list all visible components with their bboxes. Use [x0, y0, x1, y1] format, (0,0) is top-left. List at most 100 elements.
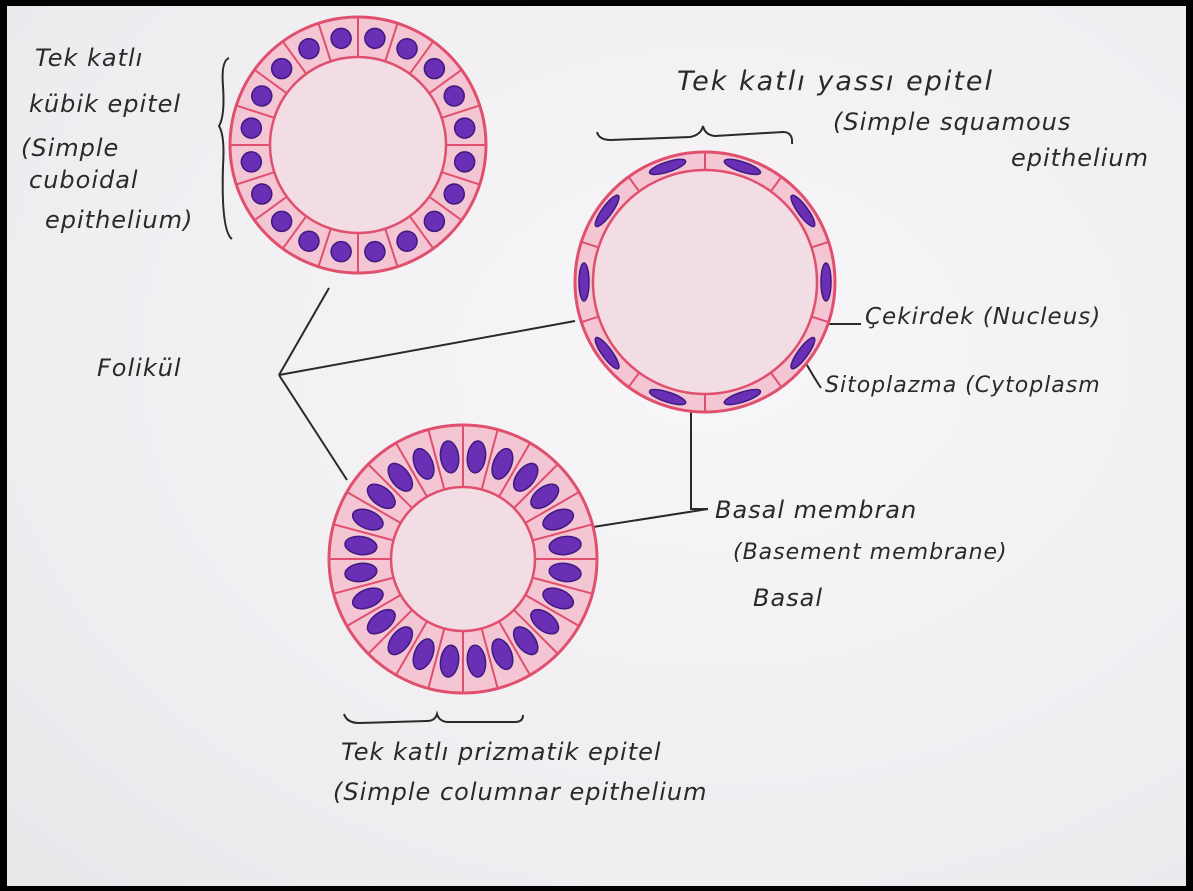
nucleus — [366, 483, 396, 510]
cell-border — [428, 68, 463, 95]
nucleus — [542, 508, 575, 531]
cell-border — [770, 176, 783, 192]
paper-background — [7, 6, 1186, 886]
nucleus — [351, 587, 384, 610]
follicle-line-to-squamous — [278, 320, 576, 376]
nucleus — [330, 240, 352, 263]
nucleus — [648, 158, 687, 176]
columnar-follicle — [327, 423, 599, 695]
nucleus — [548, 562, 582, 583]
nucleus — [790, 194, 816, 228]
cell-border — [428, 195, 463, 222]
cell-border — [333, 576, 394, 595]
cell-border — [480, 628, 499, 689]
nucleus — [512, 462, 539, 492]
cell-border — [395, 620, 428, 676]
nucleus — [548, 535, 582, 556]
nucleus — [723, 388, 762, 406]
cell-border — [427, 429, 446, 490]
cell-border — [317, 22, 332, 62]
paper-sheet: Tek katlı kübik epitel (Simple cuboidal … — [7, 6, 1186, 886]
squamous-label-line3: epithelium — [1011, 144, 1149, 172]
lumen — [268, 55, 448, 235]
squamous-label-line1: Tek katlı yassı epitel — [677, 66, 995, 97]
cuboidal-label-line3: (Simple — [21, 134, 120, 162]
cuboidal-label-line5: epithelium) — [45, 206, 194, 234]
nucleus — [443, 183, 465, 205]
cell-border — [498, 620, 531, 676]
nucleus — [423, 57, 446, 80]
cell-border — [367, 463, 413, 509]
cell-border — [513, 609, 559, 655]
nucleus — [423, 210, 446, 233]
nucleus — [594, 336, 620, 370]
cell-border — [367, 609, 413, 655]
cell-border — [513, 463, 559, 509]
nucleus — [439, 440, 460, 474]
nucleus — [387, 626, 414, 656]
cell-border — [253, 68, 288, 95]
cell-border — [441, 104, 481, 119]
nucleus — [344, 535, 378, 556]
nucleus — [396, 38, 418, 60]
nucleus — [344, 562, 378, 583]
basal-label-line3: Basal — [753, 584, 824, 612]
lumen — [591, 168, 819, 396]
cell-border — [581, 240, 599, 249]
columnar-label-line2: (Simple columnar epithelium — [333, 778, 708, 806]
cell-border — [346, 594, 402, 627]
cell-border — [281, 40, 308, 75]
nucleus — [648, 388, 687, 406]
nucleus — [240, 151, 263, 173]
nucleus — [466, 440, 487, 474]
cell-border — [346, 491, 402, 524]
cell-border — [524, 491, 580, 524]
cell-border — [627, 372, 640, 388]
cuboidal-label-line2: kübik epitel — [29, 90, 182, 118]
basal-bracket-squamous — [690, 405, 708, 510]
cell-border — [235, 104, 275, 119]
cell-border — [408, 40, 435, 75]
lumen — [389, 485, 537, 633]
nucleus — [251, 85, 273, 107]
cell-border — [317, 228, 332, 268]
nucleus — [251, 183, 273, 205]
cell-border — [427, 628, 446, 689]
cell-border — [408, 215, 435, 250]
cell-border — [524, 594, 580, 627]
nucleus — [530, 483, 560, 510]
nucleus — [512, 626, 539, 656]
nucleus — [330, 27, 352, 50]
cell-border — [441, 171, 481, 186]
nucleus — [396, 230, 418, 252]
nucleus — [790, 336, 816, 370]
nucleus — [412, 638, 435, 671]
cell-border — [395, 442, 428, 498]
cell-border — [498, 442, 531, 498]
cell-border — [480, 429, 499, 490]
nucleus — [491, 447, 514, 480]
cytoplasm-label: Sitoplazma (Cytoplasm — [825, 373, 1101, 398]
cell-border — [281, 215, 308, 250]
cuboidal-follicle — [228, 15, 488, 275]
basal-line-to-columnar — [592, 508, 709, 528]
columnar-label-line1: Tek katlı prizmatik epitel — [341, 738, 662, 766]
nucleus — [270, 210, 293, 233]
nucleus — [453, 117, 476, 139]
nucleus — [439, 644, 460, 678]
squamous-label-line2: (Simple squamous — [833, 108, 1072, 136]
nucleus — [412, 447, 435, 480]
nucleus — [240, 117, 263, 139]
follicle-line-to-cuboidal — [278, 287, 330, 376]
cell-border — [384, 228, 399, 268]
cell-border — [532, 576, 593, 595]
cell-border — [811, 240, 829, 249]
cuboidal-label-line4: cuboidal — [29, 166, 139, 194]
nucleus — [366, 608, 396, 635]
nucleus — [466, 644, 487, 678]
cell-border — [532, 523, 593, 542]
columnar-brace — [343, 710, 524, 725]
nucleus — [542, 587, 575, 610]
nucleus — [453, 151, 476, 173]
nucleus — [351, 508, 384, 531]
